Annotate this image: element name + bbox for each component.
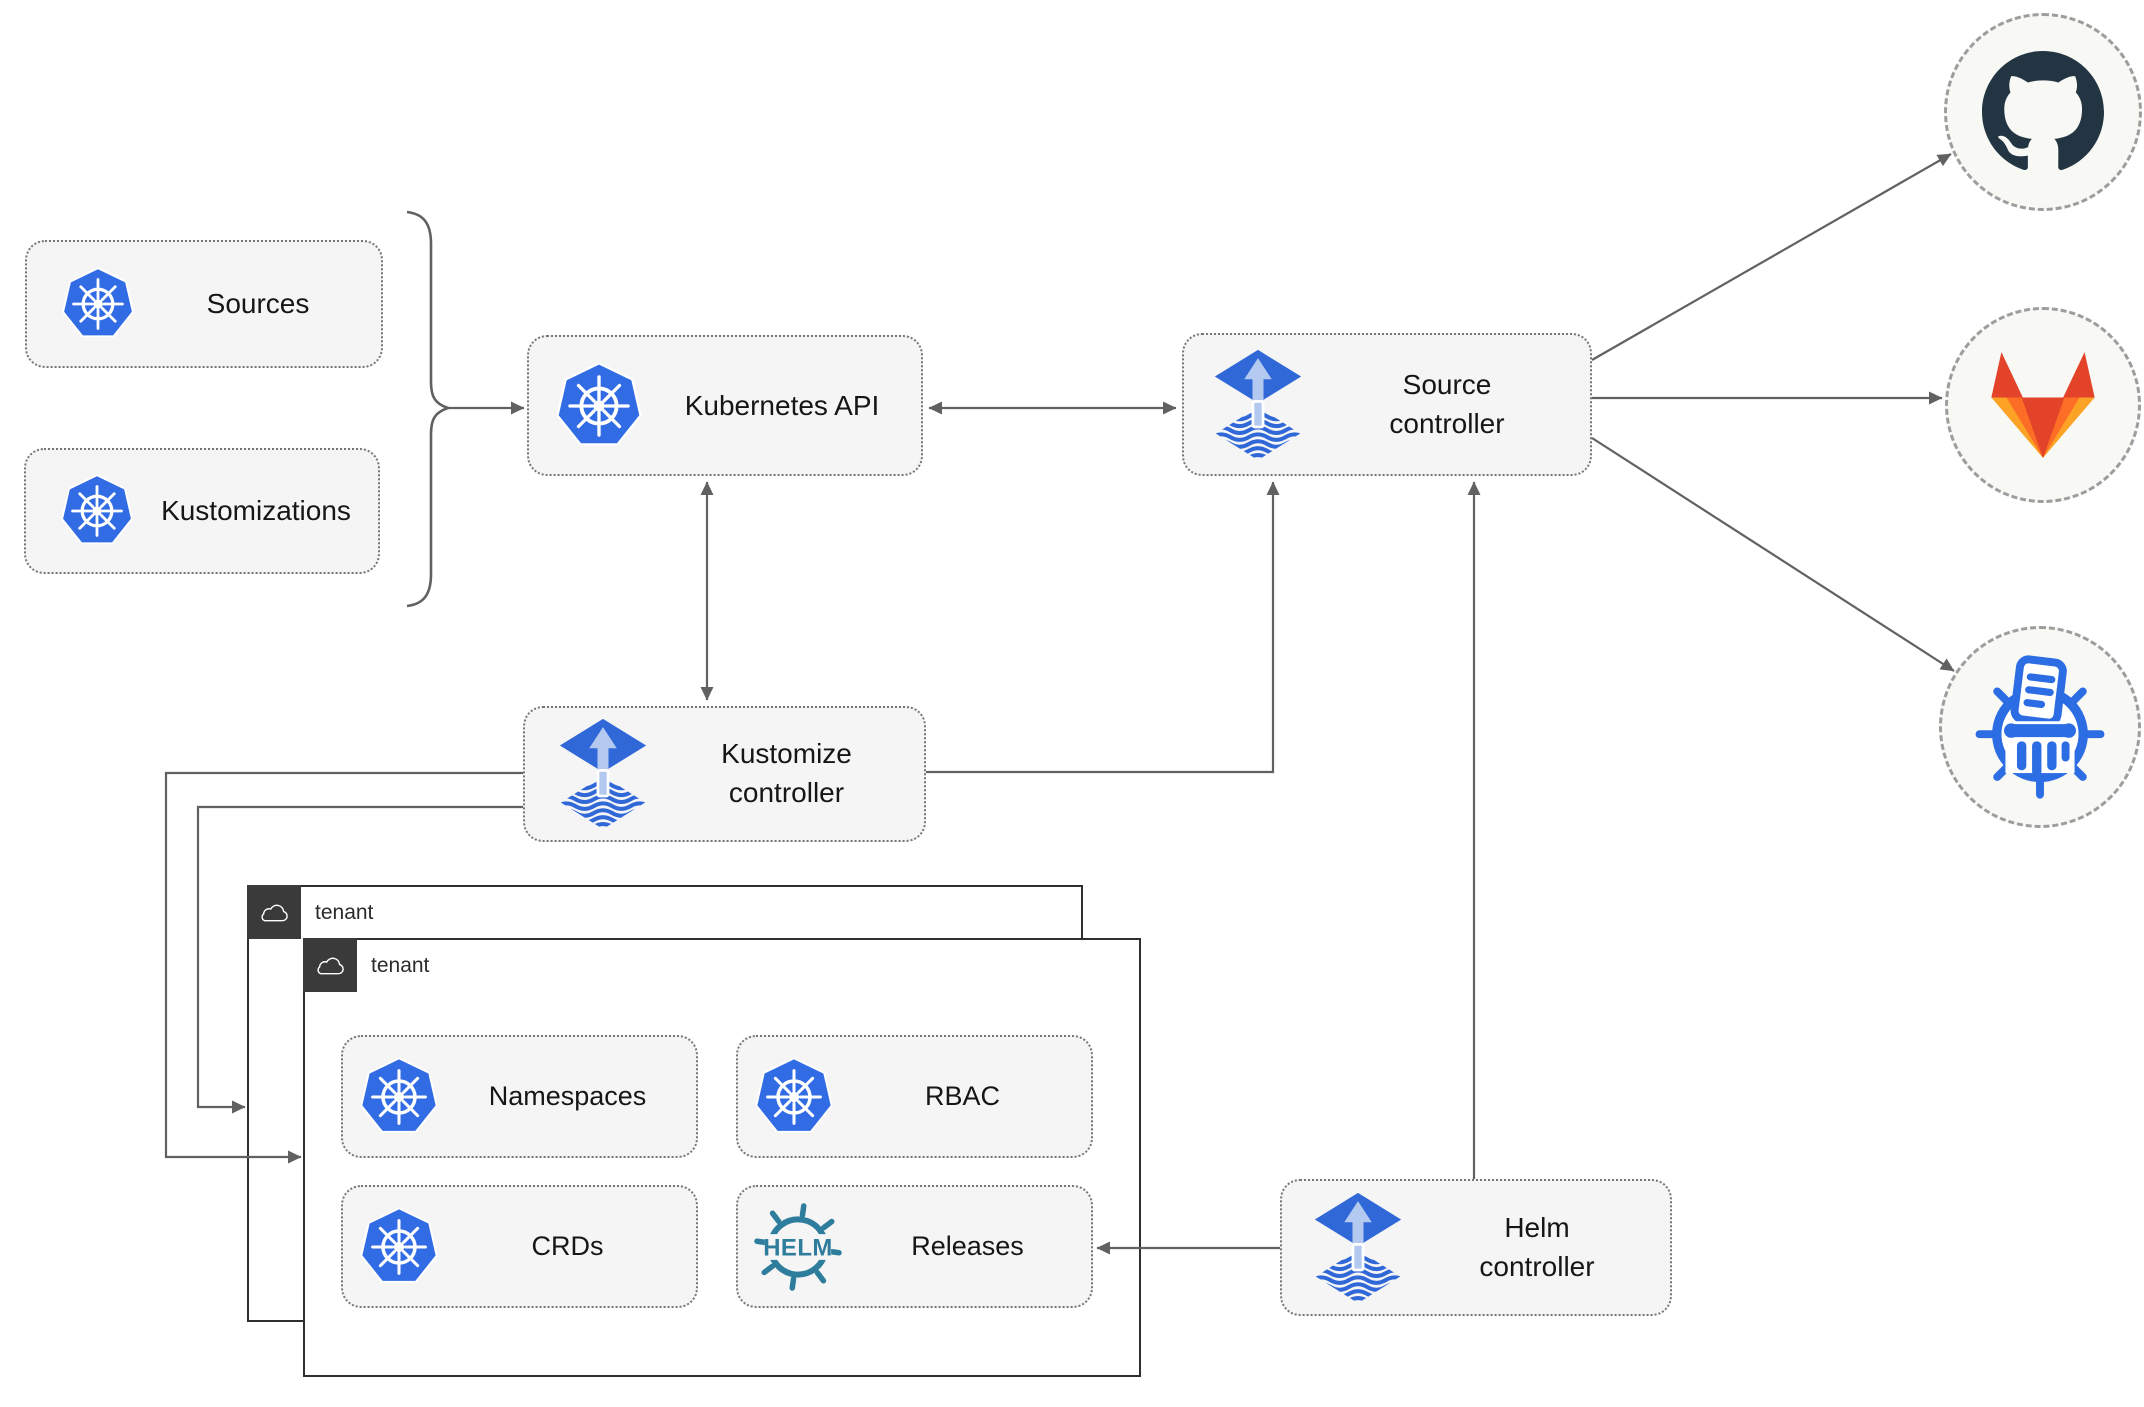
- node-kustomize-controller: Kustomize controller: [523, 706, 926, 842]
- tenant-label: tenant: [371, 954, 430, 977]
- tenant-header: [303, 938, 357, 992]
- node-releases: HELM Releases: [736, 1185, 1093, 1308]
- cloud-icon: [312, 953, 348, 978]
- cloud-icon: [256, 900, 292, 925]
- node-helm-controller: Helm controller: [1280, 1179, 1672, 1316]
- helm-wordmark: HELM: [763, 1234, 833, 1261]
- remote-github: [1944, 13, 2142, 211]
- edge-source-to-registry: [1591, 437, 1955, 672]
- node-label-text: Source controller: [1389, 368, 1505, 439]
- tenant-label: tenant: [315, 901, 374, 924]
- edge-source-to-github: [1591, 153, 1952, 361]
- node-label: Kubernetes API: [684, 389, 880, 421]
- node-label: Helm controller: [1404, 1209, 1670, 1286]
- node-label: Namespaces: [488, 1081, 647, 1111]
- kubernetes-icon: [359, 1057, 439, 1137]
- helm-icon: HELM: [754, 1202, 842, 1291]
- remote-oci-registry: [1939, 626, 2141, 828]
- node-label: CRDs: [531, 1231, 604, 1261]
- node-kustomizations: Kustomizations: [24, 448, 380, 574]
- node-label-text: Kustomize controller: [721, 738, 852, 808]
- kubernetes-icon: [754, 1057, 834, 1137]
- flux-icon: [557, 718, 649, 830]
- node-label-text: Helm controller: [1479, 1211, 1595, 1282]
- remote-gitlab: [1945, 307, 2141, 503]
- flux-icon: [1312, 1192, 1404, 1304]
- node-label: Kustomize controller: [649, 735, 924, 812]
- kubernetes-icon: [60, 474, 134, 548]
- kubernetes-icon: [359, 1207, 439, 1287]
- node-label: RBAC: [924, 1081, 1000, 1111]
- gitlab-icon: [1980, 347, 2106, 463]
- registry-shredder-icon: [1968, 652, 2112, 802]
- node-rbac: RBAC: [736, 1035, 1093, 1158]
- kubernetes-icon: [555, 362, 643, 450]
- node-kubernetes-api: Kubernetes API: [527, 335, 923, 476]
- node-label: Kustomizations: [161, 495, 351, 526]
- edge-kustomize-to-source-controller: [926, 481, 1280, 774]
- node-label: Releases: [911, 1231, 1024, 1261]
- kubernetes-icon: [61, 267, 135, 341]
- github-icon: [1982, 51, 2104, 173]
- node-label: Source controller: [1304, 366, 1590, 443]
- grouping-brace: [406, 210, 453, 608]
- node-namespaces: Namespaces: [341, 1035, 698, 1158]
- flux-icon: [1212, 349, 1304, 461]
- node-crds: CRDs: [341, 1185, 698, 1308]
- node-label: Sources: [206, 288, 310, 319]
- tenant-header: [247, 885, 301, 939]
- node-sources: Sources: [25, 240, 383, 368]
- node-source-controller: Source controller: [1182, 333, 1592, 476]
